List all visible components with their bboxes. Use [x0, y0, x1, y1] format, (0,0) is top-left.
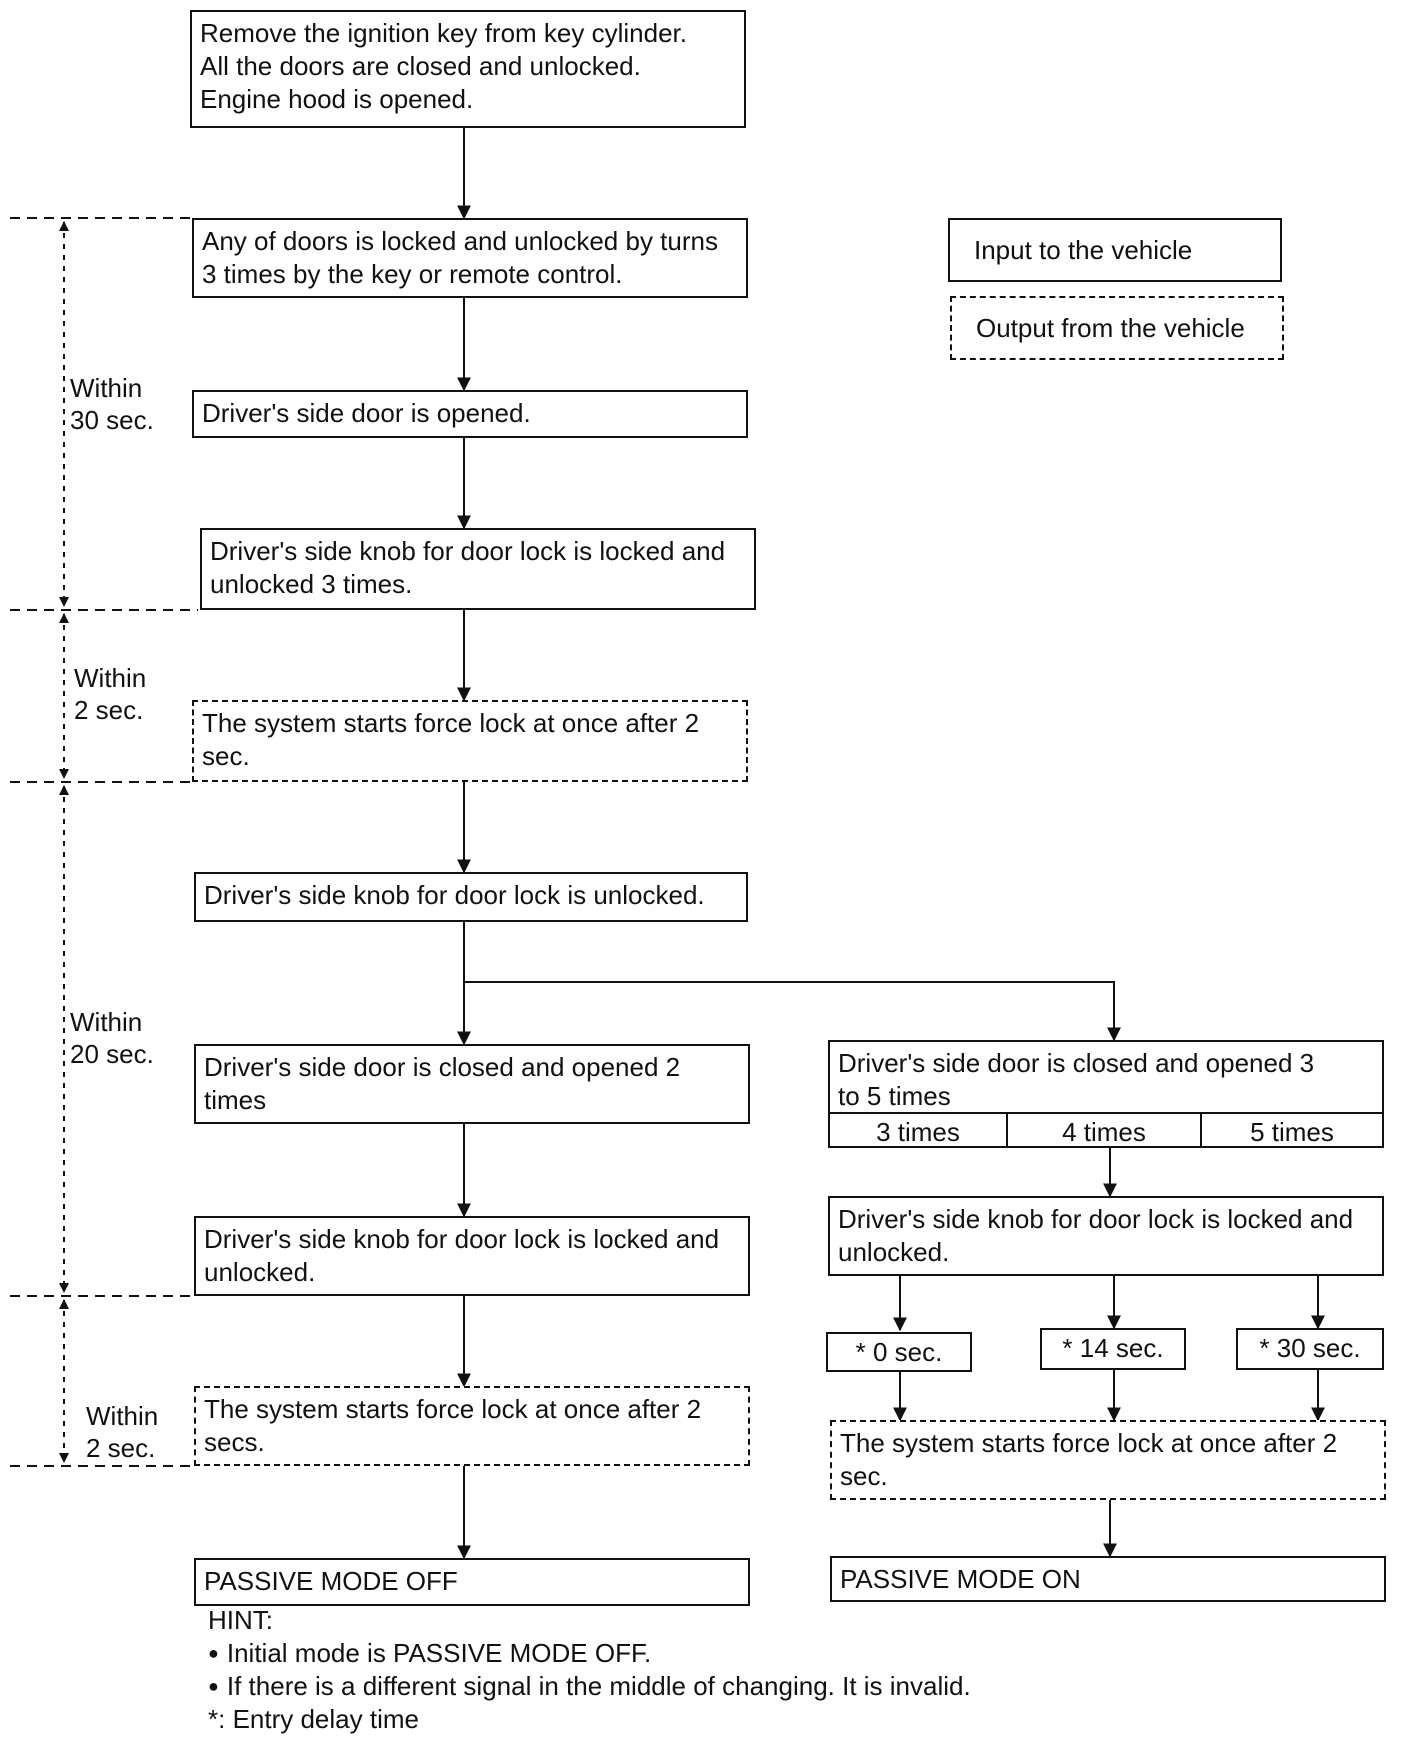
- hint-title: HINT:: [208, 1605, 273, 1635]
- step-door-closed-opened-2: Driver's side door is closed and opened …: [194, 1044, 750, 1124]
- hint-item-2-text: If there is a different signal in the mi…: [226, 1671, 971, 1701]
- delay-14-sec: * 14 sec.: [1040, 1328, 1186, 1370]
- legend-output: Output from the vehicle: [950, 296, 1284, 360]
- step-force-lock-2: The system starts force lock at once aft…: [194, 1386, 750, 1466]
- times-option-4: 4 times: [1006, 1112, 1202, 1148]
- hint-footnote: *: Entry delay time: [208, 1704, 419, 1734]
- delay-30-sec: * 30 sec.: [1236, 1328, 1384, 1370]
- times-option-3: 3 times: [828, 1112, 1008, 1148]
- times-option-5: 5 times: [1200, 1112, 1384, 1148]
- arrow-branch-right: [464, 981, 1121, 1042]
- hint-item-2: If there is a different signal in the mi…: [208, 1670, 971, 1706]
- result-passive-mode-on: PASSIVE MODE ON: [830, 1556, 1386, 1602]
- legend-input: Input to the vehicle: [948, 218, 1282, 282]
- step-knob-locked-3-times: Driver's side knob for door lock is lock…: [200, 528, 756, 610]
- step-doors-locked-3-times: Any of doors is locked and unlocked by t…: [192, 218, 748, 298]
- hint-item-1: Initial mode is PASSIVE MODE OFF.: [208, 1637, 651, 1673]
- step-remove-key: Remove the ignition key from key cylinde…: [190, 10, 746, 128]
- interval-label-20s: Within 20 sec.: [70, 1007, 154, 1069]
- step-force-lock-1: The system starts force lock at once aft…: [192, 700, 748, 782]
- result-passive-mode-off: PASSIVE MODE OFF: [194, 1558, 750, 1606]
- step-knob-locked-unlocked: Driver's side knob for door lock is lock…: [194, 1216, 750, 1296]
- step-force-lock-right: The system starts force lock at once aft…: [830, 1420, 1386, 1500]
- delay-0-sec: * 0 sec.: [826, 1332, 972, 1372]
- step-driver-door-opened: Driver's side door is opened.: [192, 390, 748, 438]
- interval-label-2s-a: Within 2 sec.: [74, 663, 147, 725]
- step-knob-unlocked: Driver's side knob for door lock is unlo…: [194, 872, 748, 922]
- step-door-closed-opened-3-5: Driver's side door is closed and opened …: [828, 1040, 1384, 1114]
- interval-label-2s-b: Within 2 sec.: [86, 1401, 159, 1463]
- step-knob-locked-unlocked-right: Driver's side knob for door lock is lock…: [828, 1196, 1384, 1276]
- hint-item-1-text: Initial mode is PASSIVE MODE OFF.: [226, 1638, 652, 1668]
- interval-label-30s: Within 30 sec.: [70, 373, 154, 435]
